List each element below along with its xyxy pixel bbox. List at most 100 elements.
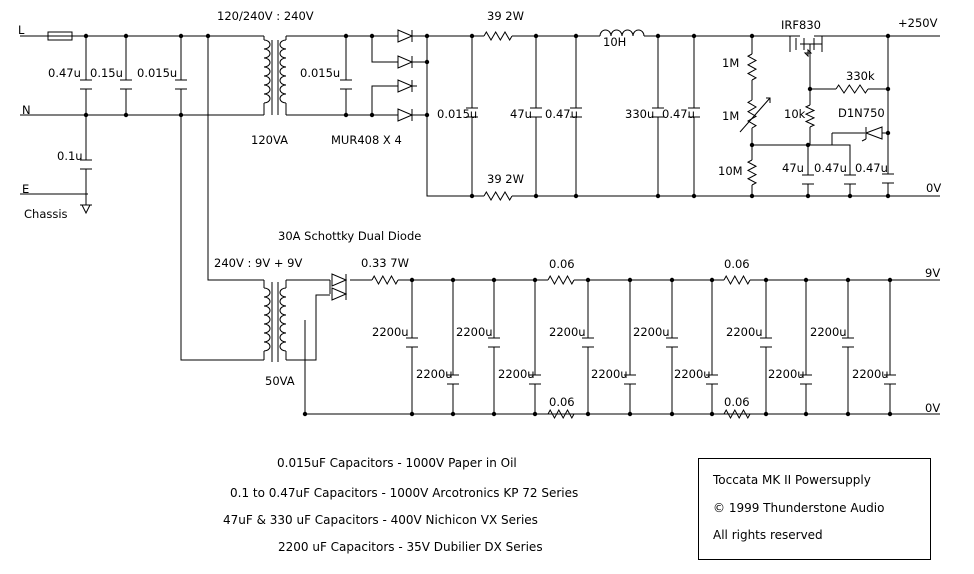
- resistor-label-006-bot-2: 0.06: [724, 395, 750, 409]
- junction-dot: [749, 33, 755, 39]
- pot-arrow: [739, 97, 771, 133]
- choke-label: 10H: [603, 35, 626, 49]
- junction-dot: [803, 411, 809, 417]
- junction-dot: [424, 59, 430, 65]
- cap-label-hv-047b: 0.47u: [662, 107, 695, 121]
- diode-mur408: [397, 108, 414, 122]
- junction-dot: [532, 411, 538, 417]
- resistor-006: [723, 274, 751, 286]
- cap-2200-label: 2200u: [674, 367, 711, 381]
- junction-dot: [885, 33, 891, 39]
- junction-dot: [123, 112, 129, 118]
- junction-dot: [123, 33, 129, 39]
- junction-dot: [887, 277, 893, 283]
- resistor-1m-pot: [747, 99, 757, 129]
- junction-dot: [409, 277, 415, 283]
- junction-dot: [343, 33, 349, 39]
- transformer-1-primary: [263, 39, 271, 104]
- resistor-label-top: 39 2W: [487, 9, 524, 23]
- junction-dot: [669, 411, 675, 417]
- junction-dot: [178, 33, 184, 39]
- junction-dot: [807, 86, 813, 92]
- junction-dot: [805, 193, 811, 199]
- hv-output-label: +250V: [898, 16, 938, 30]
- junction-dot: [532, 277, 538, 283]
- rail-label-neutral: N: [22, 103, 31, 117]
- cap-2200-label: 2200u: [416, 367, 453, 381]
- junction-dot: [669, 277, 675, 283]
- wire: [371, 36, 396, 63]
- resistor-006: [547, 408, 575, 420]
- rail-label-earth: E: [22, 182, 29, 196]
- junction-dot: [627, 277, 633, 283]
- junction-dot: [885, 130, 891, 136]
- title-block: Toccata MK II Powersupply © 1999 Thunder…: [698, 458, 931, 560]
- diode-mur408: [397, 29, 414, 43]
- resistor-label-1m-b: 1M: [722, 109, 739, 123]
- cap-label-input-047: 0.47u: [48, 66, 81, 80]
- junction-dot: [845, 411, 851, 417]
- transformer-1-secondary: [279, 39, 287, 104]
- transformer-2-ratio: 240V : 9V + 9V: [214, 256, 302, 270]
- transformer-1-rating: 120VA: [251, 133, 288, 147]
- title-block-title: Toccata MK II Powersupply: [713, 473, 871, 487]
- cap-2200-label: 2200u: [456, 325, 493, 339]
- resistor-10m: [746, 159, 758, 186]
- junction-dot: [533, 193, 539, 199]
- note-line: 47uF & 330 uF Capacitors - 400V Nichicon…: [223, 513, 538, 527]
- rail-label-line: L: [18, 23, 25, 37]
- resistor-label-006-top-2: 0.06: [724, 257, 750, 271]
- cap-2200-label: 2200u: [726, 325, 763, 339]
- components: [47, 29, 896, 420]
- mosfet-label: IRF830: [781, 18, 821, 32]
- cap-2200-label: 2200u: [372, 325, 409, 339]
- junction-dot: [205, 33, 211, 39]
- schottky-diode: [331, 287, 348, 301]
- zener-diode: [861, 138, 867, 142]
- junction-dot: [885, 193, 891, 199]
- junction-dot: [343, 112, 349, 118]
- cap-label-secondary: 0.015u: [300, 66, 340, 80]
- cap-2200-label: 2200u: [549, 325, 586, 339]
- junction-dot: [83, 33, 89, 39]
- junction-dot: [573, 193, 579, 199]
- transformer-1-ratio: 120/240V : 240V: [217, 9, 314, 23]
- junction-dot: [491, 411, 497, 417]
- junction-dot: [533, 33, 539, 39]
- lv-ground-label: 0V: [925, 401, 940, 415]
- wire: [426, 36, 484, 197]
- diode-bridge-label: MUR408 X 4: [331, 133, 402, 147]
- zener-label: D1N750: [838, 106, 885, 120]
- transformer-2-rating: 50VA: [265, 374, 295, 388]
- resistor-330k: [835, 84, 869, 94]
- chassis-label: Chassis: [24, 207, 68, 221]
- junction-dot: [491, 277, 497, 283]
- cap-label-hv-047: 0.47u: [545, 107, 578, 121]
- junction-dot: [887, 411, 893, 417]
- resistor-label-10k: 10k: [784, 107, 806, 121]
- wire: [809, 44, 836, 90]
- wire: [752, 144, 851, 175]
- wire: [207, 36, 264, 281]
- cap-label-chassis: 0.1u: [57, 149, 83, 163]
- cap-2200-label: 2200u: [810, 325, 847, 339]
- resistor-label-10m: 10M: [718, 164, 743, 178]
- junction-dot: [709, 277, 715, 283]
- title-block-rights: All rights reserved: [713, 528, 823, 542]
- cap-2200-labels: 2200u 2200u 2200u 2200u 2200u 2200u 2200u 2200u…: [372, 325, 889, 381]
- junction-dot: [803, 277, 809, 283]
- junction-dot: [691, 193, 697, 199]
- pot-arrow: [766, 97, 771, 103]
- wire: [180, 115, 264, 361]
- cap-label-hv-47: 47u: [510, 107, 532, 121]
- junction-dot: [847, 193, 853, 199]
- resistor-label-330k: 330k: [846, 69, 875, 83]
- resistor-006: [547, 274, 575, 286]
- note-line: 0.1 to 0.47uF Capacitors - 1000V Arcotro…: [230, 486, 579, 500]
- junction-dot: [450, 277, 456, 283]
- junction-dot: [885, 86, 891, 92]
- cap-2200-label: 2200u: [633, 325, 670, 339]
- cap-label-reg-47: 47u: [782, 161, 804, 175]
- lv-output-label: 9V: [925, 266, 940, 280]
